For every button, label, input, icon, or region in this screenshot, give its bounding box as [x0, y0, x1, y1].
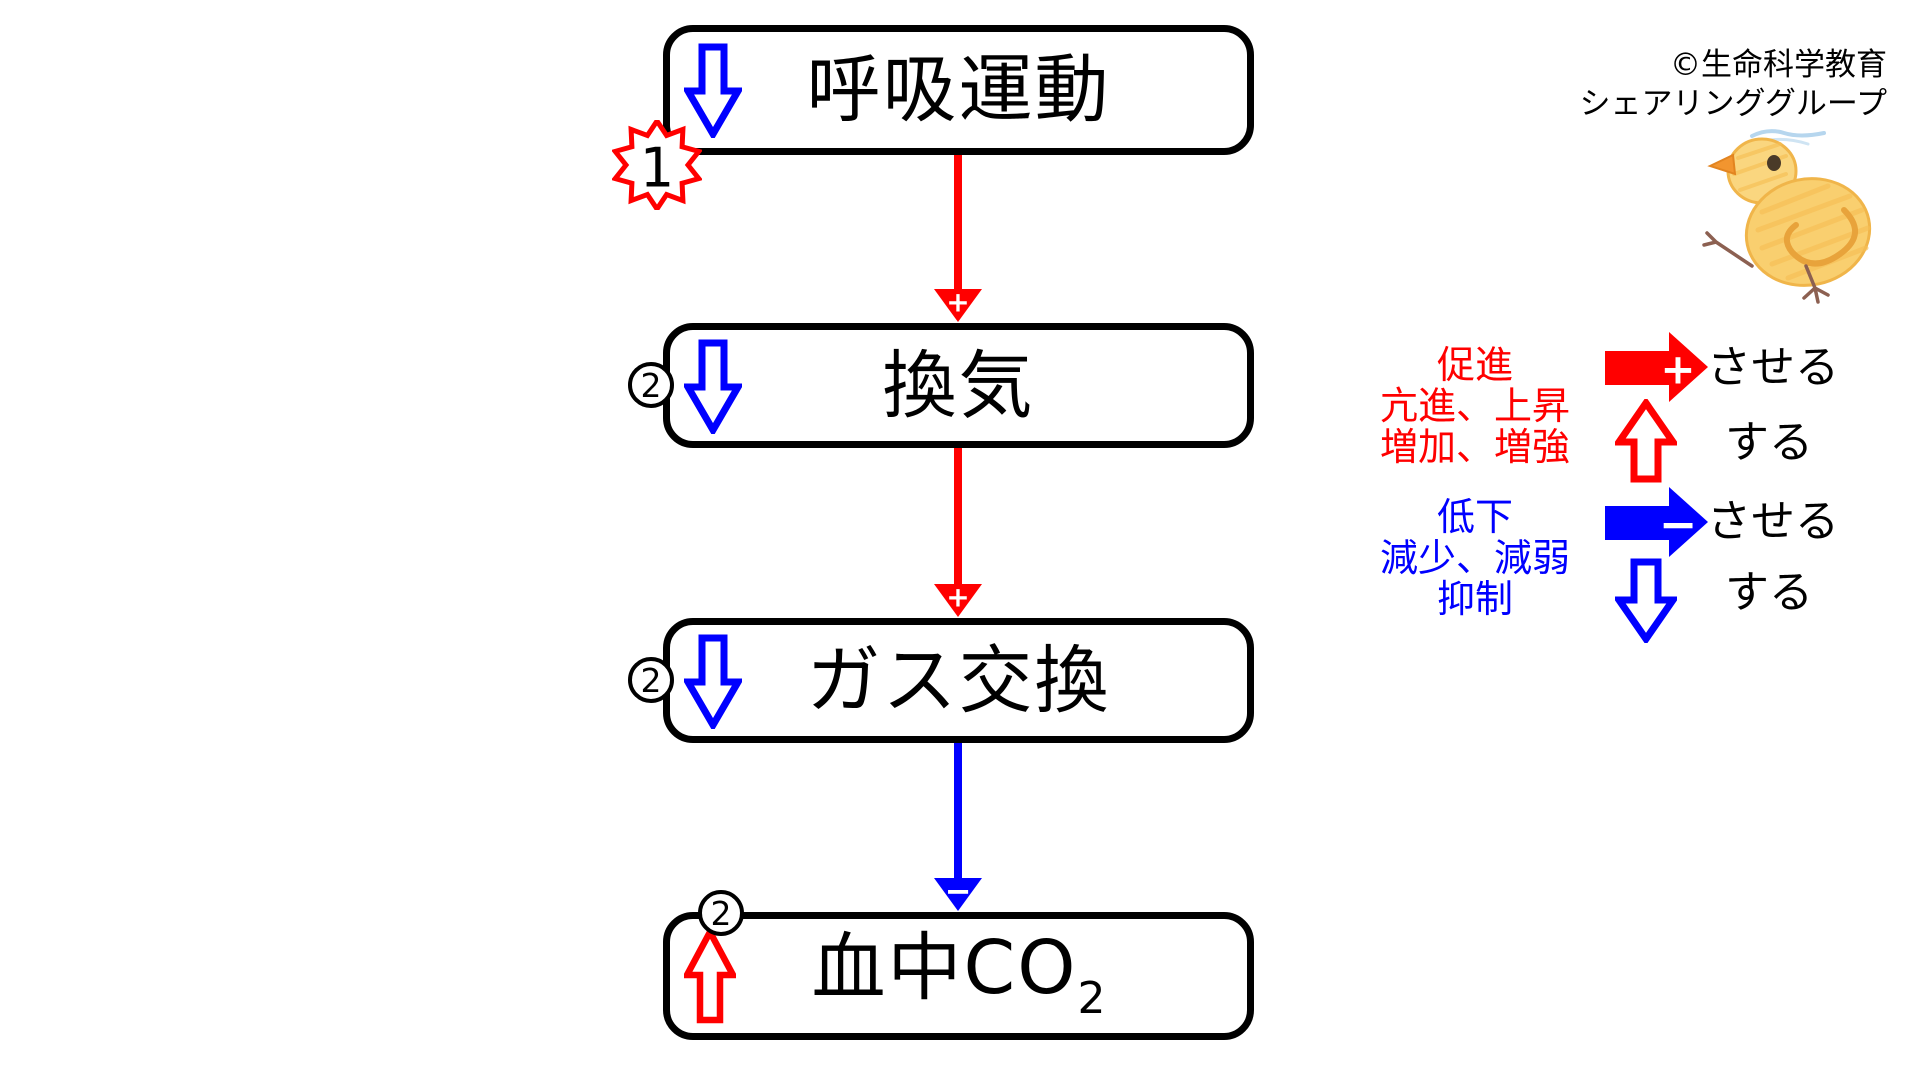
- box-label-subscript: 2: [1077, 973, 1106, 1024]
- legend-blue-line2: 減少、減弱: [1379, 536, 1570, 580]
- blue-down-block-arrow-icon: [684, 43, 742, 138]
- blue-down-block-arrow-icon: [684, 339, 742, 434]
- blue-down-block-arrow-icon: [684, 634, 742, 729]
- circle-badge-blood-co2: 2: [698, 890, 744, 936]
- starburst-badge-1: 1: [612, 120, 702, 210]
- connector-sign: +: [946, 581, 969, 614]
- flow-box-ventilation: 換気: [663, 323, 1254, 448]
- legend-blue-line3: 抑制: [1436, 577, 1513, 621]
- blue-solid-right-arrow-icon: −: [1605, 487, 1708, 557]
- circle-badge-gas-exchange: 2: [628, 657, 674, 703]
- starburst-badge-number: 1: [640, 137, 674, 200]
- flow-box-blood-co2: 血中CO2: [663, 912, 1254, 1040]
- red-up-arrow-icon: [1615, 399, 1677, 483]
- box-label: ガス交換: [806, 637, 1111, 724]
- legend-blue-terms: 低下 減少、減弱 抑制: [1355, 497, 1595, 620]
- copyright-line2: シェアリンググループ: [1579, 86, 1887, 122]
- connector-sign: −: [945, 872, 972, 910]
- legend-red-solid-sign: +: [1660, 345, 1695, 394]
- legend-red-terms: 促進 亢進、上昇 増加、増強: [1355, 345, 1595, 468]
- flow-box-gas-exchange: ガス交換: [663, 618, 1254, 743]
- legend-red-line2: 亢進、上昇: [1379, 384, 1570, 428]
- legend-blue-line1: 低下: [1436, 495, 1513, 539]
- legend-label-saseru-red: させる: [1707, 342, 1839, 393]
- red-plus-connector-arrow: +: [934, 155, 982, 322]
- blue-minus-connector-arrow: −: [934, 743, 982, 911]
- legend-label-suru-red: する: [1725, 417, 1813, 468]
- box-label: 血中CO2: [812, 931, 1106, 1021]
- connector-sign: +: [946, 286, 969, 319]
- copyright: ©生命科学教育 シェアリンググループ: [1579, 46, 1887, 124]
- chick-drawing: [1702, 129, 1872, 304]
- legend-label-saseru-blue: させる: [1707, 496, 1839, 547]
- flow-box-breathing-motion: 呼吸運動: [663, 25, 1254, 155]
- box-label-main: 血中CO: [811, 925, 1078, 1011]
- legend-red-line3: 増加、増強: [1379, 425, 1570, 469]
- red-solid-right-arrow-icon: +: [1605, 332, 1708, 402]
- legend-red-line1: 促進: [1436, 343, 1513, 387]
- legend-label-suru-blue: する: [1725, 567, 1813, 618]
- blue-down-arrow-icon: [1615, 558, 1677, 643]
- circle-badge-ventilation: 2: [628, 362, 674, 408]
- copyright-line1: ©生命科学教育: [1670, 47, 1887, 83]
- box-label: 呼吸運動: [806, 47, 1111, 133]
- legend-blue-solid-sign: −: [1659, 497, 1698, 551]
- red-plus-connector-arrow: +: [934, 448, 982, 617]
- box-label: 換気: [882, 342, 1035, 429]
- red-up-block-arrow-icon: [684, 927, 736, 1024]
